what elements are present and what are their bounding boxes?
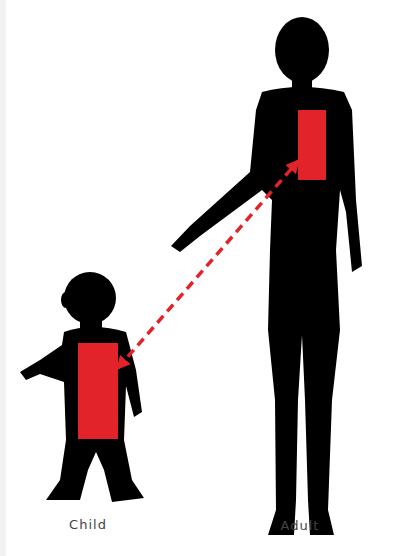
adult-silhouette bbox=[171, 17, 362, 535]
torso-marker: Adult bbox=[298, 110, 326, 180]
figure-label: Child bbox=[38, 517, 138, 532]
figure-label: Adult bbox=[250, 518, 350, 533]
torso-marker: Child bbox=[78, 343, 118, 439]
edge-shade bbox=[0, 0, 6, 556]
child-silhouette bbox=[20, 272, 144, 502]
dashed-arrow bbox=[118, 161, 298, 368]
